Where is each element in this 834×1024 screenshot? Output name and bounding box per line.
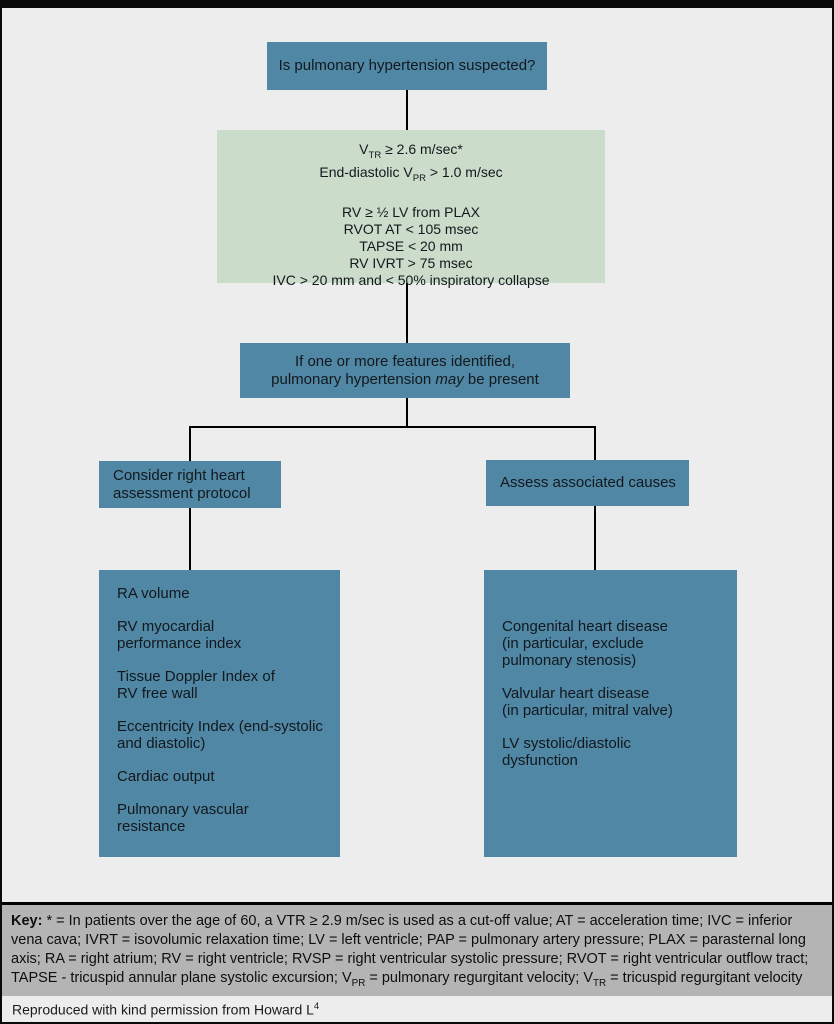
key-legend: Key: * = In patients over the age of 60,…: [2, 902, 832, 996]
citation-superscript: 4: [313, 1001, 320, 1012]
connector-q1-criteria: [406, 89, 408, 131]
left-item-tissue-doppler: Tissue Doppler Index of RV free wall: [117, 668, 275, 702]
criteria-line-tapse: TAPSE < 20 mm: [359, 237, 463, 254]
criteria-line-vpr: End-diastolic VPR > 1.0 m/sec: [319, 163, 503, 184]
left-branch-header-box: Consider right heart assessment protocol: [99, 461, 281, 508]
right-item-valvular: Valvular heart disease (in particular, m…: [502, 685, 673, 719]
criteria-spacer: [217, 187, 605, 204]
connector-criteria-decision: [406, 283, 408, 343]
connector-left-drop: [189, 426, 191, 461]
connector-right-drop: [594, 426, 596, 461]
criteria-line-ivc: IVC > 20 mm and < 50% inspiratory collap…: [272, 271, 550, 288]
connector-left-header-list: [189, 508, 191, 571]
key-label: Key:: [11, 913, 43, 929]
criteria-line-rv: RV ≥ ½ LV from PLAX: [342, 203, 480, 220]
left-item-ra-volume: RA volume: [117, 585, 190, 602]
decision-line1: If one or more features identified,: [294, 352, 516, 370]
connector-decision-split: [406, 398, 408, 427]
question-text: Is pulmonary hypertension suspected?: [278, 57, 536, 74]
right-item-lv: LV systolic/diastolic dysfunction: [502, 735, 631, 769]
attribution-text: Reproduced with kind permission from How…: [12, 1001, 320, 1018]
right-branch-header-text: Assess associated causes: [500, 474, 676, 491]
decision-line2: pulmonary hypertension may be present: [271, 370, 539, 388]
right-branch-header-box: Assess associated causes: [486, 460, 689, 506]
question-box: Is pulmonary hypertension suspected?: [267, 42, 547, 90]
top-black-bar: [2, 2, 832, 8]
connector-horizontal-split: [189, 426, 596, 428]
left-item-rv-mpi: RV myocardial performance index: [117, 618, 242, 652]
criteria-line-rvot: RVOT AT < 105 msec: [343, 220, 479, 237]
left-item-cardiac-output: Cardiac output: [117, 768, 215, 785]
right-branch-list-box: Congenital heart disease (in particular,…: [484, 570, 737, 857]
decision-box: If one or more features identified, pulm…: [240, 343, 570, 398]
criteria-line-ivrt: RV IVRT > 75 msec: [349, 254, 473, 271]
criteria-box: VTR ≥ 2.6 m/sec* End-diastolic VPR > 1.0…: [217, 130, 605, 288]
left-item-pvr: Pulmonary vascular resistance: [117, 801, 249, 835]
connector-right-header-list: [594, 506, 596, 571]
criteria-line-vtr: VTR ≥ 2.6 m/sec*: [359, 141, 463, 161]
right-item-congenital: Congenital heart disease (in particular,…: [502, 618, 668, 669]
left-branch-header-text: Consider right heart assessment protocol: [113, 466, 251, 502]
left-item-eccentricity-index: Eccentricity Index (end-systolic and dia…: [117, 718, 323, 752]
left-branch-list-box: RA volume RV myocardial performance inde…: [99, 570, 340, 857]
